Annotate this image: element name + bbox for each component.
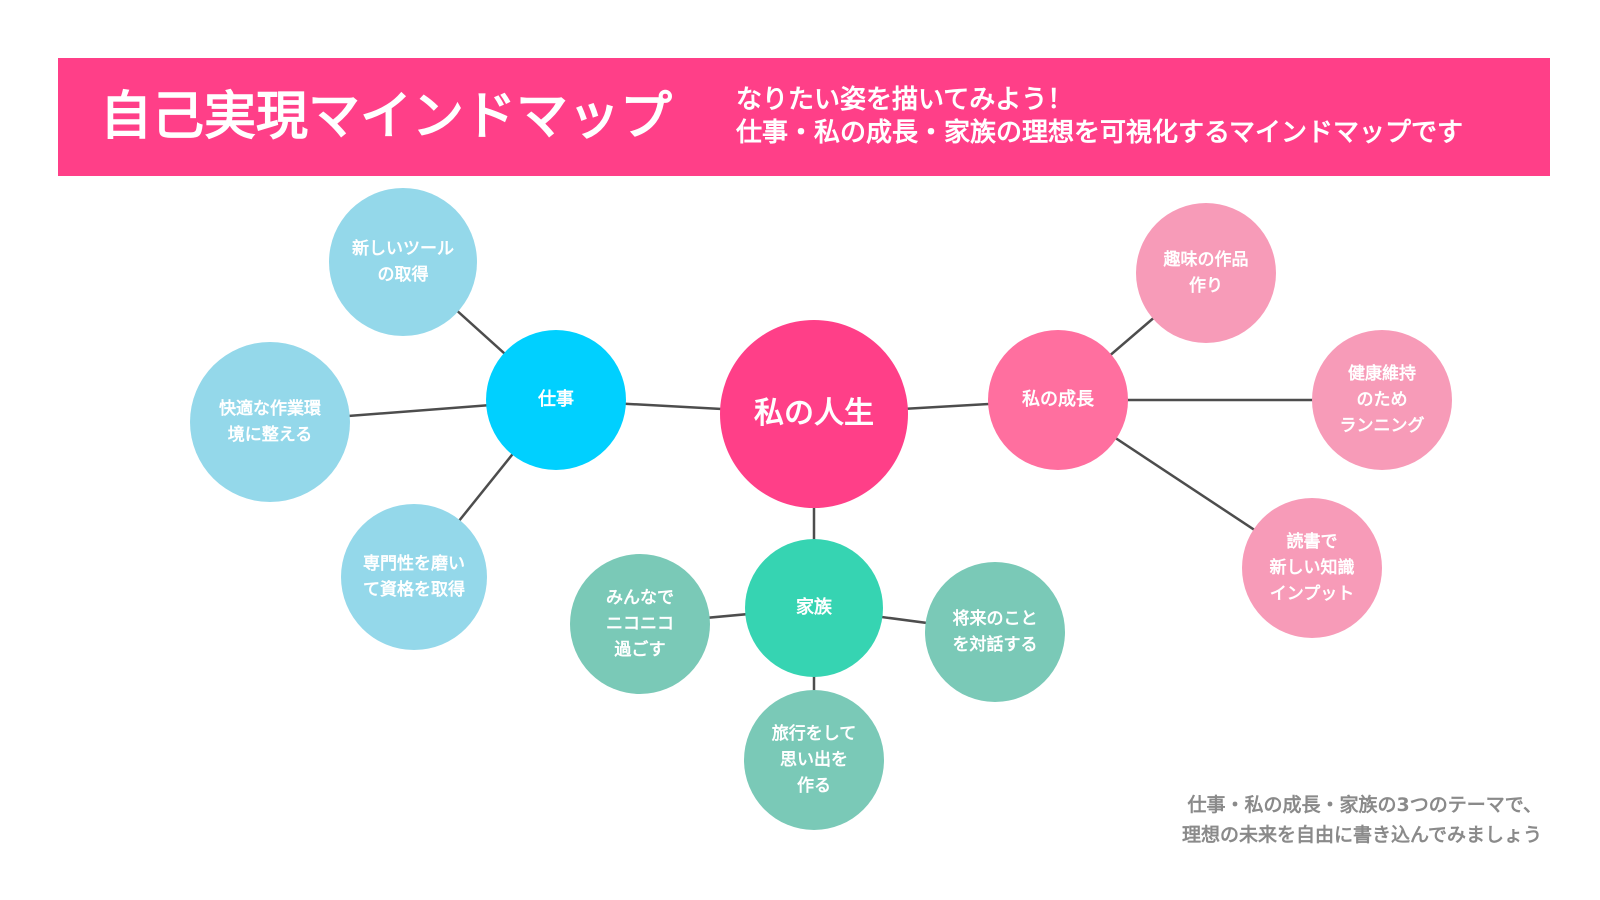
leaf-node-growth-2: 健康維持 のため ランニング (1312, 330, 1452, 470)
leaf-node-family-2: 旅行をして 思い出を 作る (744, 690, 884, 830)
leaf-label: 新しいツール の取得 (352, 239, 454, 285)
subtitle-line-2: 仕事・私の成長・家族の理想を可視化するマインドマップです (736, 118, 1463, 148)
branch-node-growth: 私の成長 (988, 330, 1128, 470)
branch-node-family: 家族 (745, 539, 883, 677)
leaf-label: 将来のこと を対話する (952, 609, 1038, 655)
branch-label-growth: 私の成長 (1022, 389, 1094, 410)
leaf-node-growth-3: 読書で 新しい知識 インプット (1242, 498, 1382, 638)
leaf-label: 健康維持 のため ランニング (1339, 364, 1425, 436)
subtitle-line-1: なりたい姿を描いてみよう！ (736, 85, 1074, 115)
leaf-label: 快適な作業環 境に整える (219, 399, 321, 445)
footer-line-2: 理想の未来を自由に書き込んでみましょう (1181, 824, 1542, 846)
branch-label-work: 仕事 (538, 389, 574, 410)
leaf-node-family-1: みんなで ニコニコ 過ごす (570, 554, 710, 694)
leaf-label: 旅行をして 思い出を 作る (771, 724, 857, 796)
leaf-node-family-3: 将来のこと を対話する (925, 562, 1065, 702)
leaf-label: 読書で 新しい知識 インプット (1269, 532, 1355, 604)
header-banner (58, 58, 1550, 176)
leaf-node-work-3: 専門性を磨い て資格を取得 (341, 504, 487, 650)
leaf-node-work-1: 新しいツール の取得 (329, 188, 477, 336)
center-node-label: 私の人生 (754, 396, 874, 431)
center-node: 私の人生 (720, 320, 908, 508)
leaf-label: 趣味の作品 作り (1163, 250, 1249, 296)
footer-note: 仕事・私の成長・家族の3つのテーマで、 理想の未来を自由に書き込んでみましょう (1182, 790, 1542, 850)
leaf-label: 専門性を磨い て資格を取得 (363, 554, 465, 600)
header-subtitle: なりたい姿を描いてみよう！ 仕事・私の成長・家族の理想を可視化するマインドマップ… (736, 84, 1463, 150)
branch-label-family: 家族 (796, 597, 832, 618)
leaf-label: みんなで ニコニコ 過ごす (606, 588, 674, 660)
footer-line-1: 仕事・私の成長・家族の3つのテーマで、 (1187, 794, 1542, 816)
leaf-node-growth-1: 趣味の作品 作り (1136, 203, 1276, 343)
page-title: 自己実現マインドマップ (100, 87, 673, 147)
branch-node-work: 仕事 (486, 330, 626, 470)
leaf-node-work-2: 快適な作業環 境に整える (190, 342, 350, 502)
